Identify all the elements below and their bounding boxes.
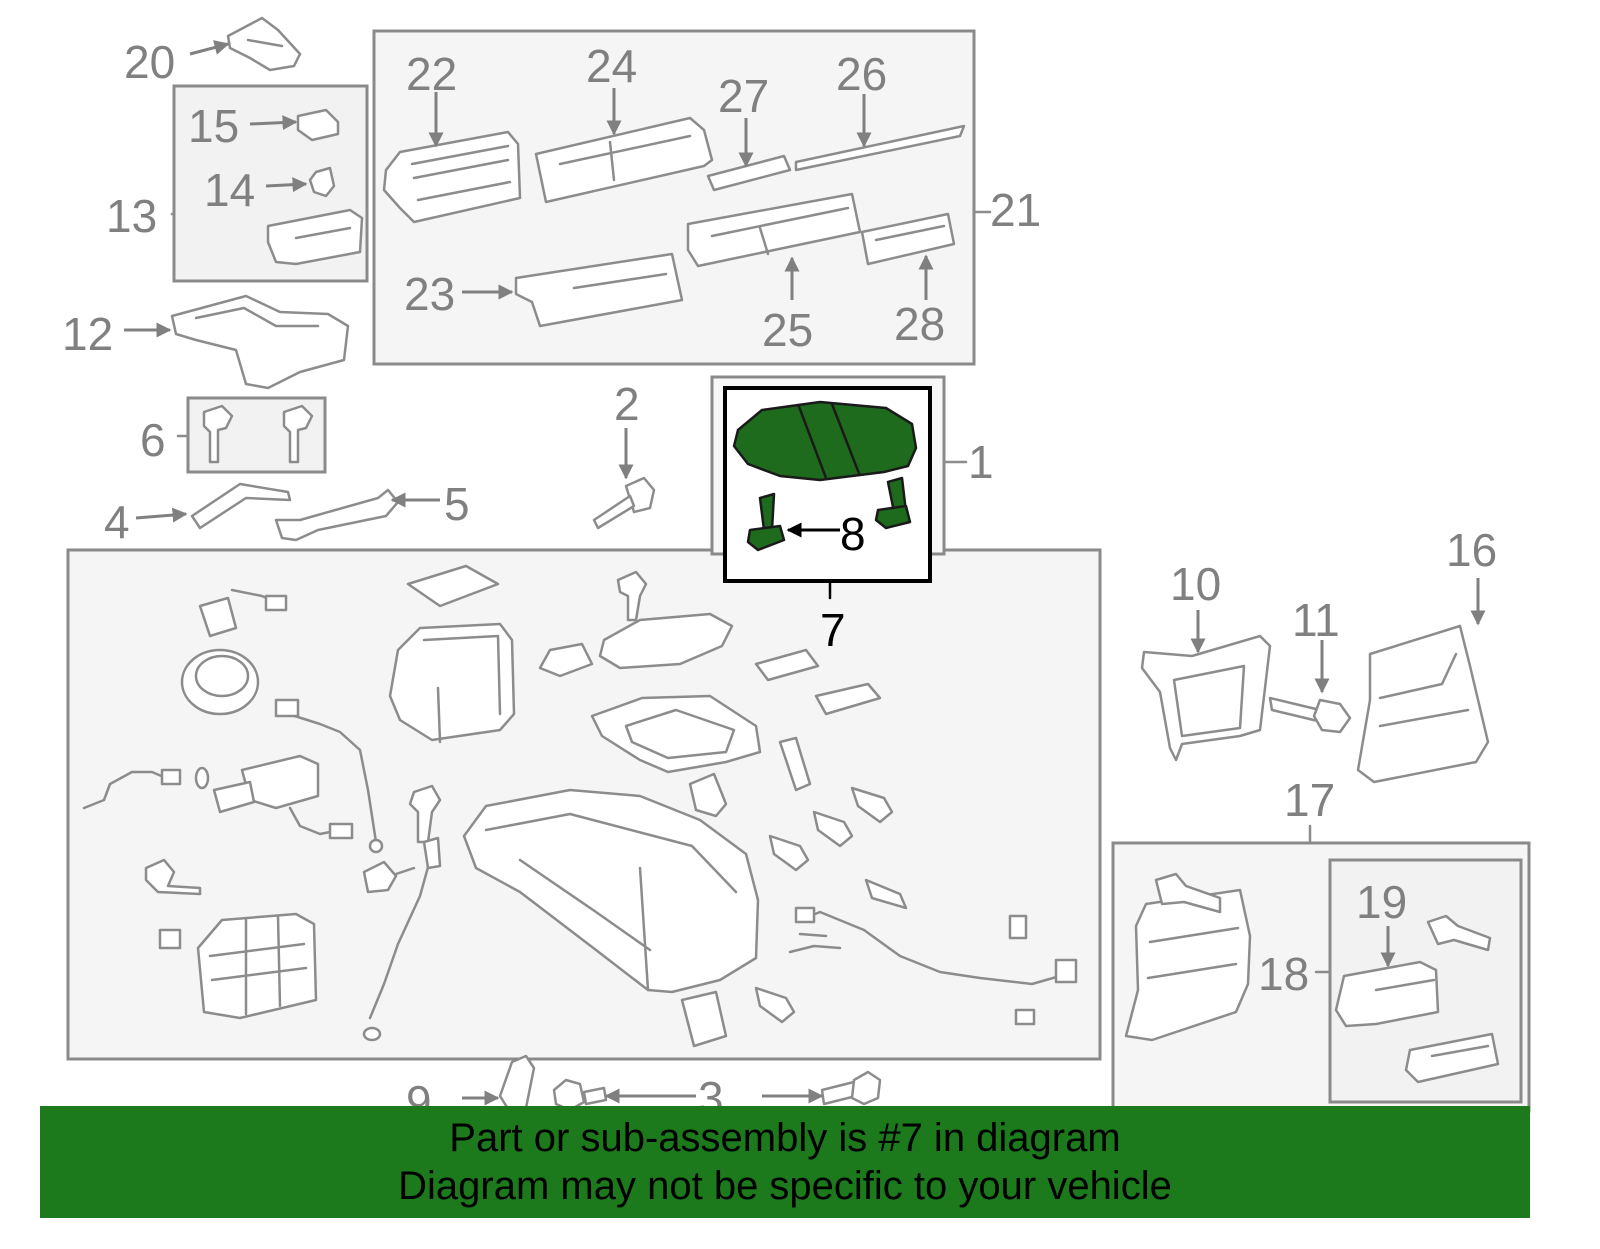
bolt-lower xyxy=(362,860,416,894)
harness-left xyxy=(274,698,384,854)
actuator xyxy=(212,754,354,840)
part-7-armrest-lid xyxy=(732,400,918,482)
part-5-bracket xyxy=(274,488,400,542)
gasket-oval xyxy=(598,612,734,670)
blower-fan xyxy=(180,648,260,716)
cable-lower xyxy=(362,836,442,1042)
leader-arrows xyxy=(124,40,1486,1098)
callout-28: 28 xyxy=(894,298,945,350)
part-17-trim xyxy=(1124,872,1252,1042)
callout-26: 26 xyxy=(836,48,887,100)
part-15-clip xyxy=(296,108,340,142)
switch-small xyxy=(538,642,594,678)
callout-16: 16 xyxy=(1446,524,1497,576)
part-9-clip xyxy=(498,1054,536,1114)
part-23-switch xyxy=(514,252,684,328)
motor-with-connector xyxy=(198,588,288,638)
callout-17: 17 xyxy=(1284,774,1335,826)
callout-22: 22 xyxy=(406,48,457,100)
part-20-bracket xyxy=(226,16,302,72)
part-25-control xyxy=(686,192,862,268)
callout-20: 20 xyxy=(124,36,175,88)
wire-harness-main xyxy=(788,906,1078,1026)
part-4-bracket xyxy=(190,482,292,530)
part-8-bolt-left xyxy=(746,492,786,552)
pad-a xyxy=(754,648,820,682)
bracket-center xyxy=(688,736,812,818)
screen-pad xyxy=(406,564,500,608)
console-box xyxy=(462,788,760,994)
clips-center xyxy=(754,786,894,1024)
callout-13: 13 xyxy=(106,190,157,242)
callout-1: 1 xyxy=(968,436,994,488)
callout-10: 10 xyxy=(1170,558,1221,610)
harness-far-left xyxy=(82,766,210,810)
clip-tab xyxy=(864,878,908,910)
callout-23: 23 xyxy=(404,268,455,320)
callout-18: 18 xyxy=(1258,948,1309,1000)
blower-case xyxy=(158,912,318,1020)
banner-line-disclaimer: Diagram may not be specific to your vehi… xyxy=(398,1164,1172,1208)
part-13-cup-holder xyxy=(266,208,364,266)
callout-labels: 20 15 14 13 12 6 4 5 2 22 24 27 26 21 23… xyxy=(62,36,1497,1128)
part-24-panel xyxy=(534,116,714,204)
banner-line-part-number: Part or sub-assembly is #7 in diagram xyxy=(449,1116,1121,1160)
part-12-tray xyxy=(170,294,350,390)
callout-19: 19 xyxy=(1356,876,1407,928)
part-2-screw xyxy=(592,476,656,530)
callout-4: 4 xyxy=(104,496,130,548)
callout-6: 6 xyxy=(140,414,166,466)
part-3-bolt-right xyxy=(820,1070,882,1106)
part-19-pocket xyxy=(1334,914,1492,1028)
screw-left xyxy=(144,858,202,896)
part-16-panel xyxy=(1356,624,1490,784)
part-8-bolt-right xyxy=(874,476,912,530)
part-18-switch xyxy=(1404,1032,1500,1084)
part-28-control xyxy=(860,212,956,266)
part-14-nut xyxy=(308,166,336,198)
callout-25: 25 xyxy=(762,304,813,356)
callout-12: 12 xyxy=(62,308,113,360)
callout-7: 7 xyxy=(820,604,846,656)
notice-banner: Part or sub-assembly is #7 in diagram Di… xyxy=(40,1106,1530,1218)
pad-b xyxy=(814,682,882,716)
callout-27: 27 xyxy=(718,70,769,122)
callout-14: 14 xyxy=(204,164,255,216)
shift-bezel xyxy=(590,694,762,774)
callout-2: 2 xyxy=(614,378,640,430)
part-10-bracket xyxy=(1140,634,1272,762)
callout-24: 24 xyxy=(586,40,637,92)
part-27-strip xyxy=(706,154,792,192)
callout-8: 8 xyxy=(840,508,866,560)
callout-5: 5 xyxy=(444,478,470,530)
part-26-trim xyxy=(794,124,966,172)
callout-21: 21 xyxy=(990,184,1041,236)
part-11-bolt xyxy=(1268,696,1352,734)
housing-center xyxy=(388,622,516,744)
relay-block xyxy=(680,990,728,1048)
callout-11: 11 xyxy=(1292,594,1340,646)
callout-15: 15 xyxy=(188,100,239,152)
part-6-bolts xyxy=(202,404,314,464)
